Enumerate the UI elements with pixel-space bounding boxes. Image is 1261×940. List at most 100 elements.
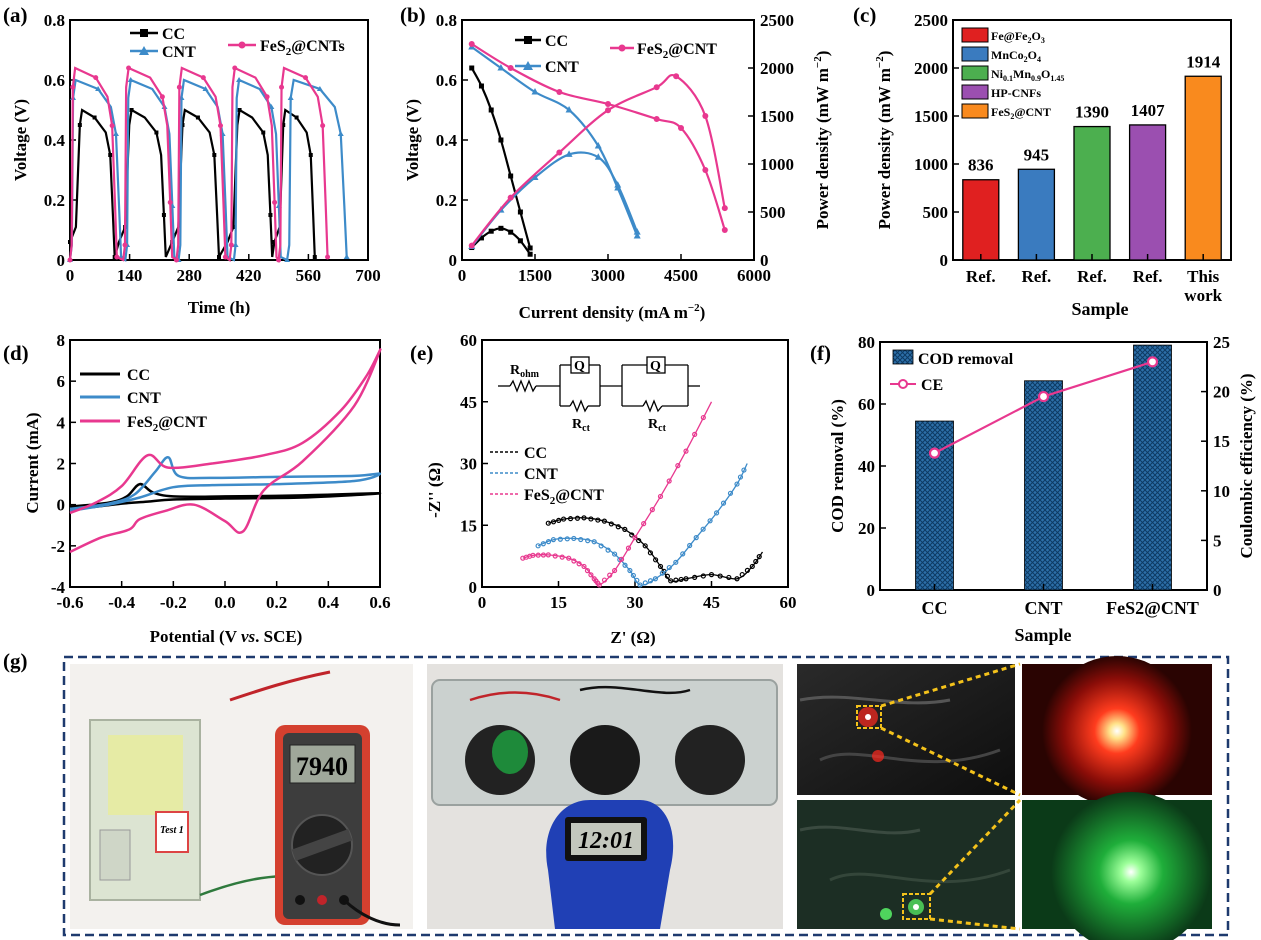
chart-b-y2-ytick-label: 1000 (760, 155, 794, 174)
chart-e-point-cc (700, 573, 706, 579)
chart-e-point-fes2 (576, 561, 582, 567)
chart-a-point-cnt (337, 131, 344, 136)
chart-e-point-cc (717, 573, 723, 579)
chart-e-ytick-label: 60 (460, 331, 477, 350)
chart-b-power-line-cnt (470, 151, 639, 248)
chart-e-point-cnt (605, 547, 611, 553)
chart-b-voltage-point-cc (478, 83, 484, 89)
chart-b-xtick-label: 6000 (737, 266, 771, 285)
chart-a-point-cc (92, 115, 97, 120)
chart-a-point-cc (68, 240, 72, 244)
chart-d-line-cnt (69, 456, 382, 513)
chart-f-xtick-label: FeS2@CNT (1106, 598, 1199, 618)
chart-e-point-fes2 (611, 567, 618, 574)
chart-e-ytick-label: 45 (460, 393, 477, 412)
chart-e-point-cc (601, 518, 608, 524)
chart-e-point-fes2 (675, 463, 681, 469)
chart-e-point-cc (595, 517, 601, 523)
chart-f-point-ce (1146, 356, 1159, 368)
chart-f-ylabel2: Coulombic efficiency (%) (1237, 373, 1256, 558)
chart-e-point-cnt (571, 535, 577, 542)
chart-b-voltage-point-cc (527, 245, 533, 251)
chart-e-legend-cc: CC (524, 445, 547, 462)
chart-a-xtick-label: 700 (355, 266, 381, 285)
chart-c-bar (962, 179, 1000, 261)
chart-e-point-cnt (693, 534, 699, 541)
chart-e-point-cc (664, 573, 671, 579)
chart-a-point-cnt (112, 131, 119, 136)
chart-a-xtick-label: 280 (176, 266, 202, 285)
chart-a-point-cc (108, 153, 113, 157)
chart-f-ytick-label: 80 (858, 333, 875, 352)
chart-f-bar-cod (1133, 344, 1172, 591)
chart-a-point-fes2 (173, 257, 179, 263)
chart-b-power-point-cc (508, 229, 514, 235)
chart-a-point-fes2 (176, 84, 182, 90)
chart-a-legend-cnt: CNT (162, 44, 196, 61)
chart-a-point-fes2 (222, 254, 228, 260)
chart-b-y2-ytick-label: 2500 (760, 11, 794, 30)
chart-a-point-cc (212, 153, 217, 157)
chart-a-point-fes2 (320, 123, 326, 129)
chart-e-point-cnt (727, 490, 734, 496)
chart-e-point-cc (636, 537, 642, 544)
chart-b-voltage-point-cc (517, 209, 523, 215)
chart-a-point-fes2 (122, 242, 128, 248)
chart-d-ylabel: Current (mA) (23, 412, 42, 513)
chart-b-ytick-label: 0.8 (436, 11, 457, 30)
chart-c-value-label: 836 (968, 156, 994, 175)
chart-a-point-fes2 (200, 75, 206, 81)
chart-a-point-fes2 (272, 199, 278, 205)
chart-e-point-cnt (535, 543, 541, 549)
chart-a-point-cc (195, 115, 200, 120)
chart-b-voltage-line-fes2 (471, 43, 726, 231)
chart-c-value-label: 1914 (1186, 52, 1221, 71)
chart-a-point-cc (261, 130, 266, 135)
chart-e-point-fes2 (571, 558, 577, 564)
chart-a-point-cc (268, 213, 273, 217)
chart-b-power-point-cnt (594, 153, 602, 160)
chart-a-point-cnt (284, 257, 291, 262)
chart-f-legend: COD removal CE (890, 349, 1014, 394)
chart-e-point-cnt (720, 500, 727, 506)
chart-a-point-cc (231, 225, 236, 229)
chart-b-voltage-point-cc (488, 107, 494, 113)
chart-b-ytick-label: 0.6 (436, 71, 457, 90)
chart-c-legend-entry: MnCo2O4 (991, 48, 1041, 64)
chart-e-point-cc (756, 554, 762, 560)
chart-b-xtick-label: 0 (458, 266, 467, 285)
chart-f-xtick-label: CC (922, 598, 948, 618)
chart-c-legend-swatch (961, 65, 989, 81)
chart-e-point-cnt (622, 562, 628, 568)
chart-d-xlabel: Potential (V vs. SCE) (150, 627, 303, 646)
chart-b-power-point-fes2 (605, 107, 611, 114)
chart-f-y2-ytick-label: 25 (1213, 333, 1230, 352)
chart-a-xtick-label: 140 (117, 266, 143, 285)
chart-a-point-cc (281, 123, 286, 127)
chart-b-voltage-point-cnt (565, 106, 573, 113)
chart-a-xlabel: Time (h) (188, 298, 251, 317)
chart-e-point-fes2 (641, 521, 647, 527)
chart-a-point-cc (161, 213, 166, 217)
chart-c-ytick-label: 2000 (914, 59, 948, 78)
chart-c-bar (1128, 124, 1167, 261)
chart-a-point-fes2 (264, 94, 270, 100)
chart-a-point-cc (237, 108, 242, 112)
chart-b-voltage-line-cc (470, 67, 532, 249)
chart-a-point-fes2 (126, 65, 132, 71)
chart-b-voltage-point-fes2 (556, 89, 563, 95)
chart-a-point-fes2 (159, 94, 165, 100)
chart-e-point-fes2 (601, 577, 608, 583)
chart-b-power-point-cnt (614, 181, 622, 188)
chart-a-ytick-label: 0.8 (44, 11, 65, 30)
chart-b-ytick-label: 0.4 (436, 131, 458, 150)
chart-c-legend-swatch (961, 103, 989, 119)
panel-label-c: (c) (853, 3, 876, 27)
chart-b-power-point-fes2 (468, 242, 475, 249)
chart-b-voltage-point-fes2 (507, 65, 514, 71)
chart-f-legend-cod: COD removal (918, 351, 1014, 368)
chart-e-point-cnt (734, 481, 740, 487)
chart-f-xlabel: Sample (1014, 625, 1071, 645)
